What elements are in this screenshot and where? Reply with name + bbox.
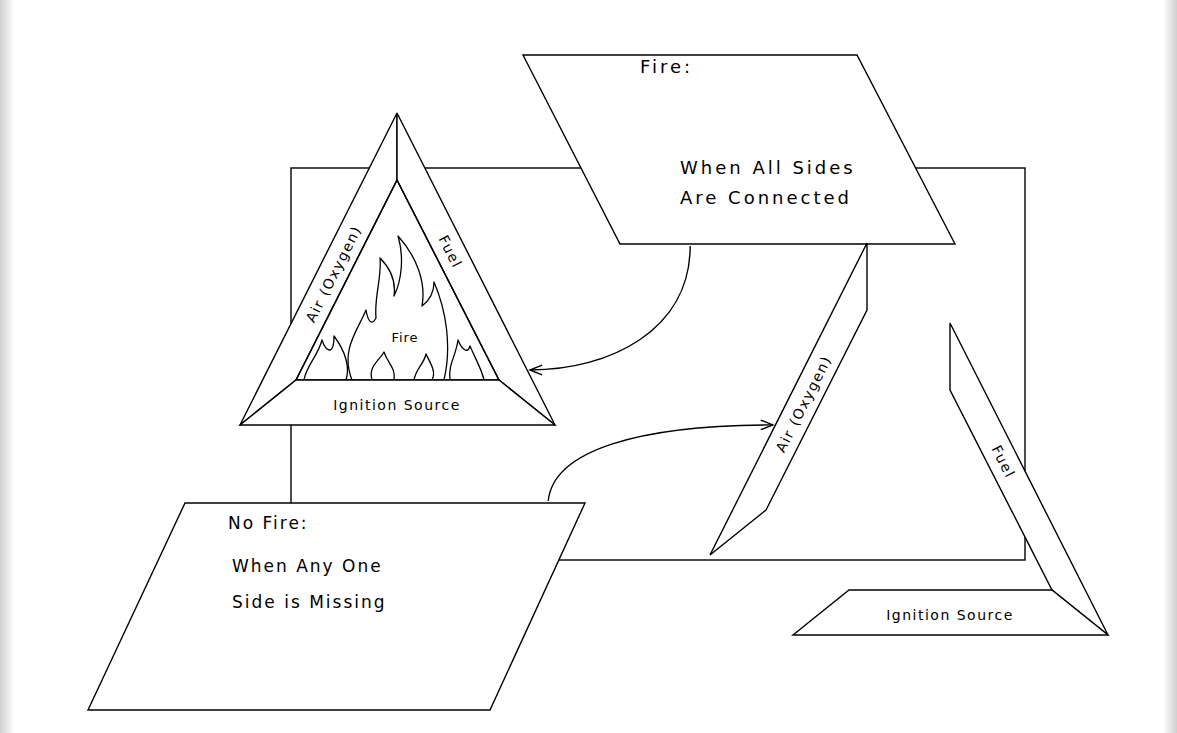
flame	[348, 236, 448, 380]
outline-polygon	[950, 323, 1108, 635]
connector-line	[530, 246, 690, 370]
outline-polygon	[523, 55, 955, 244]
fire-label: Fire	[389, 330, 420, 346]
statement-heading: Fire:	[640, 56, 693, 78]
shape-outline	[950, 323, 1108, 635]
side-label: Ignition Source	[886, 607, 1014, 624]
triangle-side-band: Ignition Source	[240, 380, 555, 425]
arrow-connector	[548, 420, 773, 501]
flame	[450, 340, 484, 380]
edge-shade	[0, 0, 14, 733]
outline-polygon	[793, 590, 1108, 635]
flame	[371, 352, 394, 380]
arrow-head	[761, 420, 773, 430]
loose-side-band: Air (Oxygen)	[710, 243, 867, 555]
text-holder: When All Sides Are Connected	[680, 153, 885, 213]
side-label: Ignition Source	[333, 397, 461, 414]
shape-outline	[240, 113, 397, 425]
statement-text: When Any One Side is Missing	[232, 548, 412, 620]
triangle-side-band: Air (Oxygen)	[240, 113, 397, 425]
statement-parallelogram: No Fire: When Any One Side is Missing	[88, 503, 585, 710]
arrow-connector	[530, 246, 690, 375]
text-holder: No Fire:	[228, 512, 309, 534]
outline-polygon	[397, 113, 555, 425]
outline-polygon	[710, 243, 867, 555]
triangle-side-band: Fuel	[397, 113, 555, 425]
loose-side-band: Fuel	[950, 323, 1108, 635]
outline-polygon	[240, 113, 397, 425]
connector-line	[548, 425, 773, 501]
outline-polygon	[88, 503, 585, 710]
statement-text: When All Sides Are Connected	[680, 153, 885, 213]
statement-parallelogram: Fire: When All Sides Are Connected	[523, 55, 955, 244]
outline-polygon	[240, 380, 555, 425]
shape-outline	[523, 55, 955, 244]
text-holder: When Any One Side is Missing	[232, 548, 412, 620]
text-holder: Fire:	[640, 56, 693, 78]
shape-outline	[710, 243, 867, 555]
edge-shade	[1163, 0, 1177, 733]
outline-polygon	[296, 180, 499, 380]
statement-heading: No Fire:	[228, 512, 309, 534]
loose-side-band: Ignition Source	[793, 590, 1108, 635]
arrow-head	[530, 365, 542, 375]
shape-outline	[397, 113, 555, 425]
flame	[414, 354, 434, 380]
